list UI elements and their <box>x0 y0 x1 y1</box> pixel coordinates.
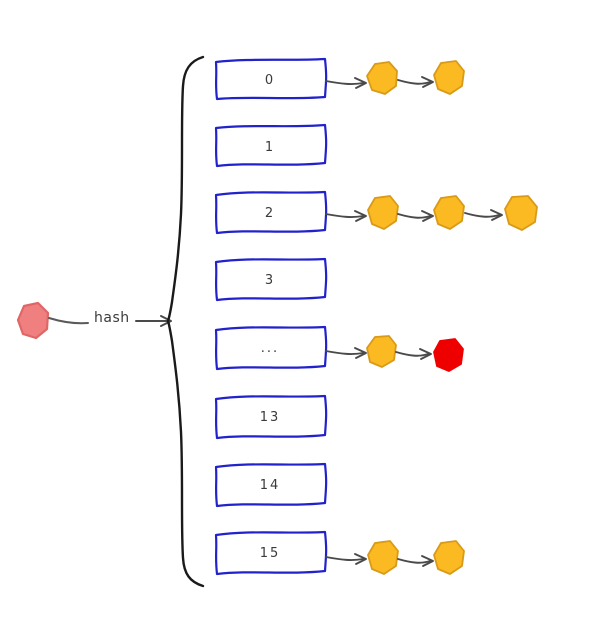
bucket-box-3[interactable] <box>214 257 328 302</box>
hash-function-label: hash <box>94 310 130 326</box>
hash-bucket-brace <box>166 55 205 588</box>
chain-row-0 <box>325 60 465 95</box>
chain-entry[interactable] <box>366 335 397 368</box>
bucket-box-ellipsis[interactable] <box>214 325 328 371</box>
chain-collision-entry[interactable] <box>433 338 464 372</box>
bucket-box-0[interactable] <box>214 57 328 101</box>
chain-row-ellipsis <box>325 335 464 372</box>
bucket-box-15[interactable] <box>214 530 328 576</box>
key-to-hash-connector <box>48 317 89 325</box>
chain-row-2 <box>325 195 538 231</box>
chain-entry[interactable] <box>366 61 398 95</box>
hash-to-table-arrow <box>135 315 172 327</box>
chain-entry[interactable] <box>433 195 465 230</box>
key-blob <box>16 301 50 340</box>
chain-entry[interactable] <box>367 540 399 575</box>
chain-entry[interactable] <box>367 195 399 230</box>
bucket-box-14[interactable] <box>214 462 328 508</box>
chain-entry[interactable] <box>433 60 465 95</box>
chain-entry[interactable] <box>504 195 538 231</box>
bucket-box-13[interactable] <box>214 394 328 440</box>
chain-row-15 <box>325 540 465 575</box>
bucket-box-1[interactable] <box>214 123 328 168</box>
bucket-box-2[interactable] <box>214 190 328 235</box>
chain-entry[interactable] <box>433 540 465 575</box>
